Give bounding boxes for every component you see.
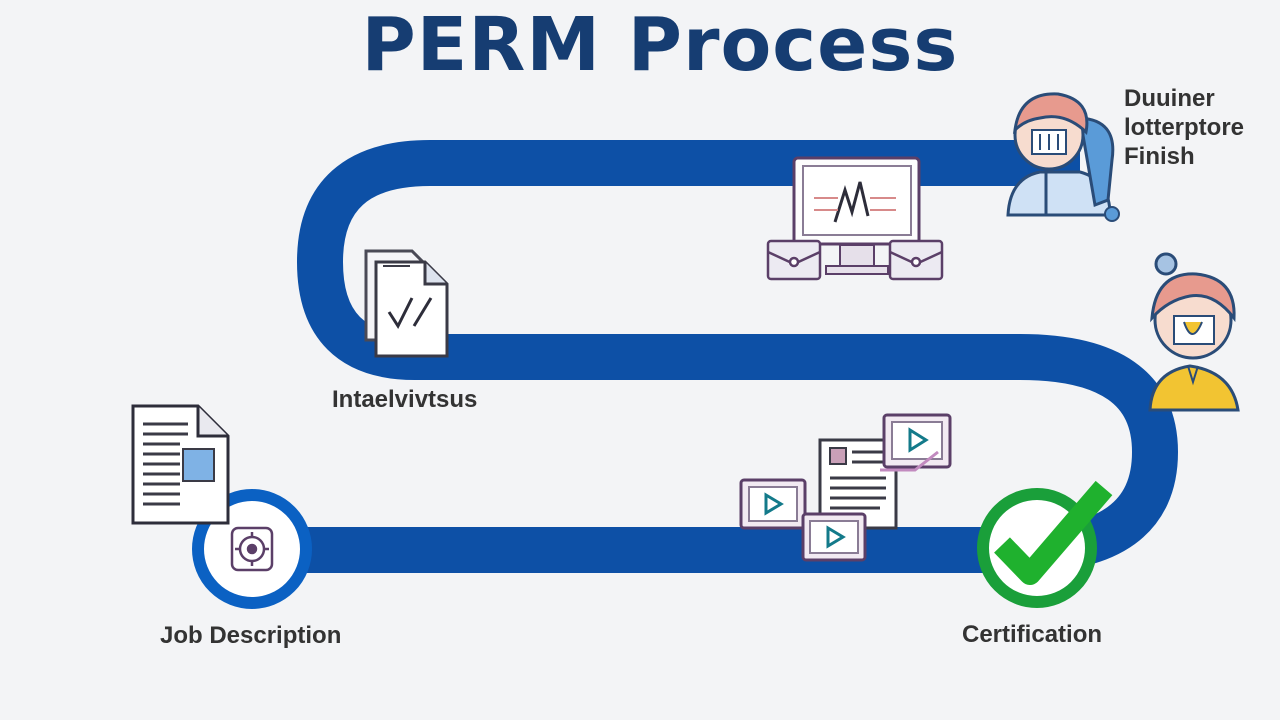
monitor-chart-icon: [792, 156, 921, 275]
finish-label-line: Duuiner: [1124, 85, 1215, 112]
checkmark-icon: [994, 480, 1113, 585]
video-play-icon: [739, 478, 807, 530]
certification-label: Certification: [962, 621, 1103, 648]
certification-node: [977, 480, 1113, 608]
finish-label: Duuiner lotterptore Finish: [1124, 84, 1244, 171]
job-description-label: Job Description: [160, 622, 342, 649]
interviews-label: Intaelvivtsus: [332, 386, 478, 413]
person-icon: [1148, 252, 1240, 412]
checklist-document-icon: [364, 249, 449, 358]
briefcase-icon: [766, 239, 822, 281]
page-title: PERM Process: [361, 2, 959, 88]
video-play-icon: [880, 413, 952, 472]
person-icon: [1006, 92, 1120, 222]
video-play-icon: [801, 512, 867, 562]
finish-label-line: Finish: [1124, 143, 1195, 170]
finish-label-line: lotterptore: [1124, 114, 1244, 141]
gear-icon: [230, 526, 274, 572]
briefcase-icon: [888, 239, 944, 281]
document-icon: [131, 404, 230, 525]
process-path: [250, 140, 1179, 573]
